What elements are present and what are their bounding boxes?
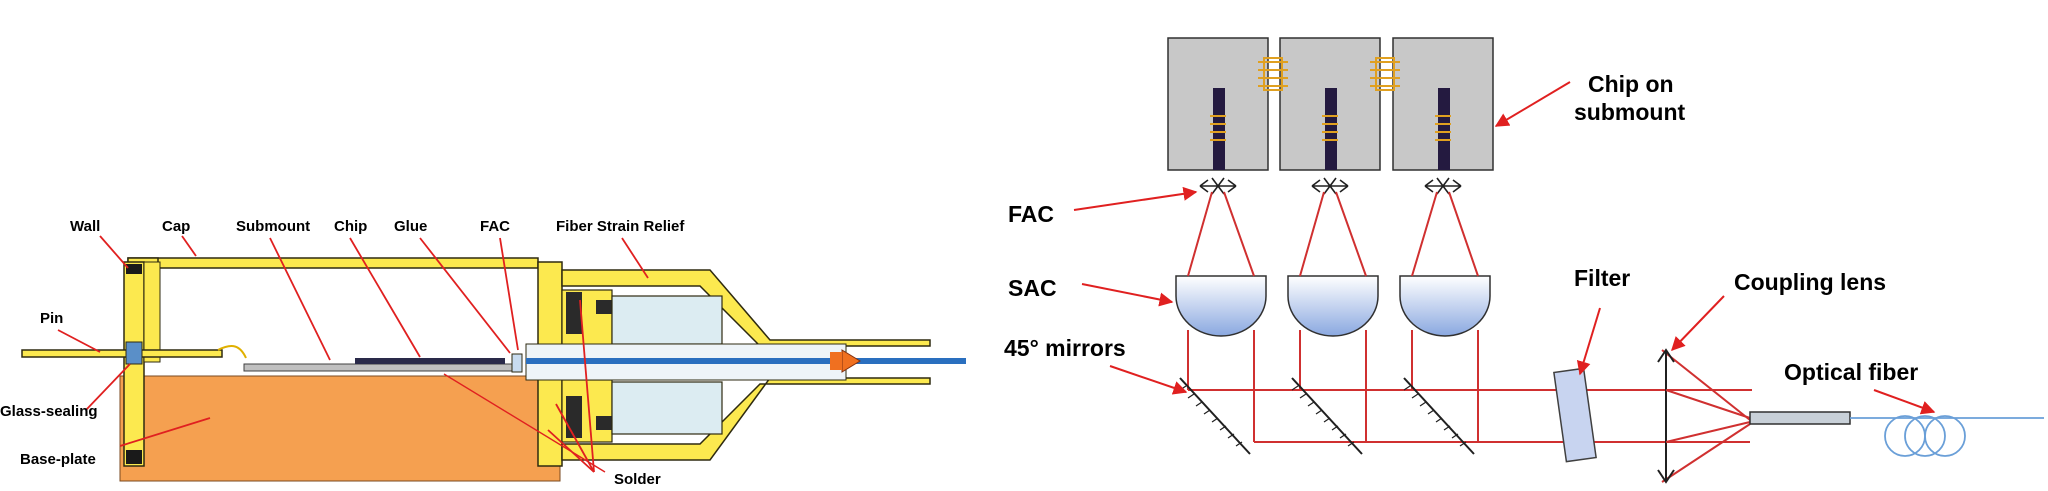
chip-3 <box>1438 88 1450 170</box>
label-chip: Chip <box>334 218 367 235</box>
fiber-connector <box>1749 411 1851 425</box>
label-cap: Cap <box>162 218 190 235</box>
label-glue: Glue <box>394 218 427 235</box>
chip-on-submount-array <box>1167 37 1494 171</box>
sac-lens-1 <box>1175 275 1267 337</box>
label-chip-on-submount-line2: submount <box>1574 99 1685 125</box>
sac-lens-3 <box>1399 275 1491 337</box>
optical-fiber-coil <box>1850 415 2044 457</box>
label-pin: Pin <box>40 310 63 327</box>
submount <box>243 363 517 372</box>
label-fiber-strain-relief: Fiber Strain Relief <box>556 218 685 235</box>
label-sac: SAC <box>1008 275 1057 301</box>
chip-1 <box>1213 88 1225 170</box>
chip-2 <box>1325 88 1337 170</box>
laser-module-cross-section: Wall Cap Submount Chip Glue FAC Fiber St… <box>0 218 966 488</box>
label-submount: Submount <box>236 218 310 235</box>
label-fac-right: FAC <box>1008 201 1054 227</box>
label-glass-sealing: Glass-sealing <box>0 403 98 420</box>
label-optical-fiber: Optical fiber <box>1784 359 1918 385</box>
ferrule <box>611 295 723 345</box>
label-base-plate: Base-plate <box>20 451 96 468</box>
base-plate <box>119 375 561 482</box>
pointer-arrows <box>1073 81 1936 415</box>
label-45-mirrors: 45° mirrors <box>1004 335 1126 361</box>
cap <box>127 257 539 269</box>
label-filter: Filter <box>1574 265 1630 291</box>
coupling-lens <box>1657 348 1675 484</box>
filter <box>1553 367 1597 463</box>
pin <box>21 349 223 358</box>
chip <box>355 358 505 364</box>
solder <box>566 292 582 334</box>
label-solder: Solder <box>614 471 661 488</box>
glass-sealing <box>125 341 143 365</box>
fiber <box>526 358 966 364</box>
mirrors-45 <box>1179 377 1475 455</box>
fac-lenses <box>1199 177 1462 195</box>
multi-emitter-optics: Chip on submount FAC SAC 45° mirrors Fil… <box>1004 37 2044 484</box>
label-fac: FAC <box>480 218 510 235</box>
fiber-strain-relief <box>561 269 931 347</box>
fiber-tip <box>841 349 861 373</box>
laser-beams <box>1187 191 1752 483</box>
label-chip-on-submount-line1: Chip on <box>1588 71 1674 97</box>
label-coupling-lens: Coupling lens <box>1734 269 1886 295</box>
leader-lines <box>57 235 649 473</box>
fac <box>511 353 523 373</box>
label-wall: Wall <box>70 218 100 235</box>
sac-lens-2 <box>1287 275 1379 337</box>
sac-lenses <box>1175 275 1491 337</box>
